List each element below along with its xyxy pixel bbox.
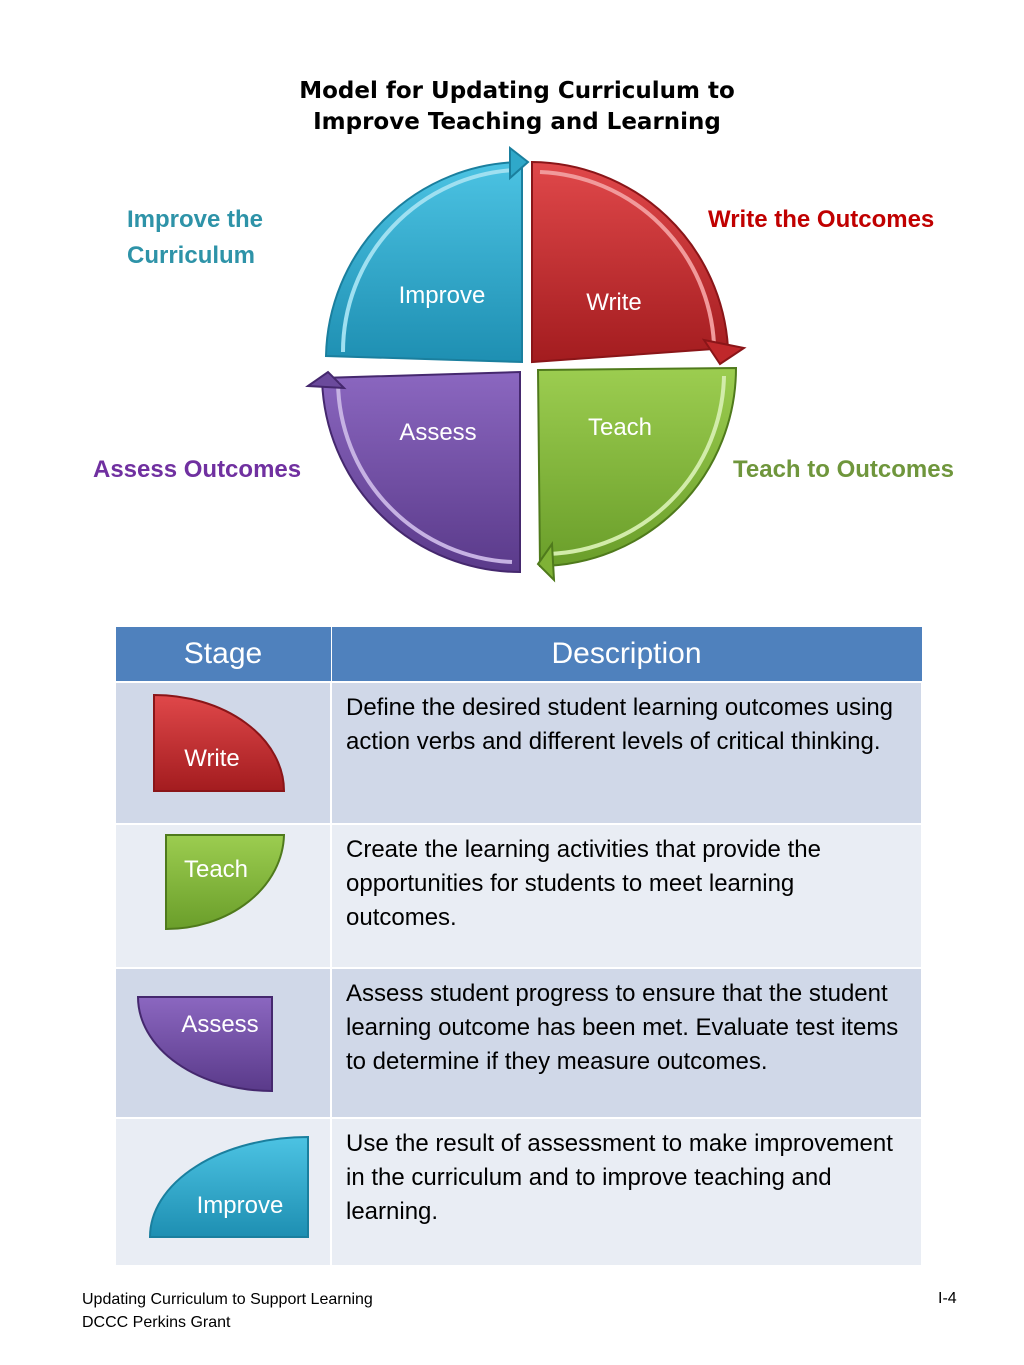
teach-stage-label: Teach: [184, 856, 248, 883]
description-cell: Create the learning activities that prov…: [330, 823, 923, 969]
improve-description: Use the result of assessment to make imp…: [346, 1130, 893, 1225]
write-stage-shape: Write: [153, 693, 286, 792]
write-segment: Write: [531, 160, 747, 366]
description-cell: Define the desired student learning outc…: [330, 681, 923, 825]
page-number: I-4: [938, 1290, 957, 1307]
stage-cell-write: Write: [114, 681, 332, 825]
teach-outcomes-label: Teach to Outcomes: [733, 456, 954, 483]
description-cell: Use the result of assessment to make imp…: [330, 1117, 923, 1267]
table-row: Write Define the desired student learnin…: [114, 681, 923, 825]
description-column-header: Description: [330, 626, 923, 683]
teach-description: Create the learning activities that prov…: [346, 836, 821, 931]
stage-cell-assess: Assess: [114, 967, 332, 1119]
write-segment-label: Write: [586, 289, 642, 316]
write-outcomes-label: Write the Outcomes: [708, 206, 935, 233]
title-line-1: Model for Updating Curriculum to: [299, 78, 735, 104]
assess-outcomes-label: Assess Outcomes: [93, 456, 302, 483]
teach-segment-label: Teach: [588, 414, 652, 441]
improve-curriculum-label: Improve the Curriculum: [127, 202, 327, 274]
stage-cell-improve: Improve: [114, 1117, 332, 1267]
assess-stage-label: Assess: [181, 1011, 258, 1038]
assess-stage-shape: Assess: [136, 996, 273, 1093]
cycle-diagram: Improve Write Assess Teach: [305, 145, 747, 583]
improve-label-line-1: Improve the: [127, 206, 264, 233]
improve-stage-shape: Improve: [148, 1135, 309, 1238]
arrow-icon: [701, 338, 747, 366]
table-row: Assess Assess student progress to ensure…: [114, 967, 923, 1119]
arrow-icon: [509, 145, 530, 181]
footer-line-2: DCCC Perkins Grant: [82, 1314, 231, 1331]
improve-segment-label: Improve: [399, 282, 486, 309]
write-description: Define the desired student learning outc…: [346, 694, 894, 755]
table-header-row: Stage Description: [114, 626, 923, 683]
description-cell: Assess student progress to ensure that t…: [330, 967, 923, 1119]
table-row: Improve Use the result of assessment to …: [114, 1117, 923, 1267]
arrow-icon: [536, 541, 556, 583]
write-stage-label: Write: [184, 745, 240, 772]
assess-description: Assess student progress to ensure that t…: [346, 980, 899, 1075]
stage-cell-teach: Teach: [114, 823, 332, 969]
teach-segment: Teach: [536, 366, 738, 583]
arrow-icon: [305, 370, 347, 390]
footer: Updating Curriculum to Support Learning …: [82, 1288, 373, 1334]
improve-segment: Improve: [324, 145, 530, 364]
assess-segment-label: Assess: [399, 419, 476, 446]
assess-segment: Assess: [305, 370, 521, 574]
improve-label-line-2: Curriculum: [127, 242, 256, 269]
stage-column-header: Stage: [114, 626, 332, 683]
stage-description-table: Stage Description Write Define the desir…: [114, 626, 923, 1267]
teach-stage-shape: Teach: [165, 834, 286, 931]
table-row: Teach Create the learning activities tha…: [114, 823, 923, 969]
title-line-2: Improve Teaching and Learning: [313, 109, 721, 135]
improve-stage-label: Improve: [197, 1192, 284, 1219]
footer-line-1: Updating Curriculum to Support Learning: [82, 1291, 373, 1308]
page-title: Model for Updating Curriculum to Improve…: [212, 76, 822, 138]
